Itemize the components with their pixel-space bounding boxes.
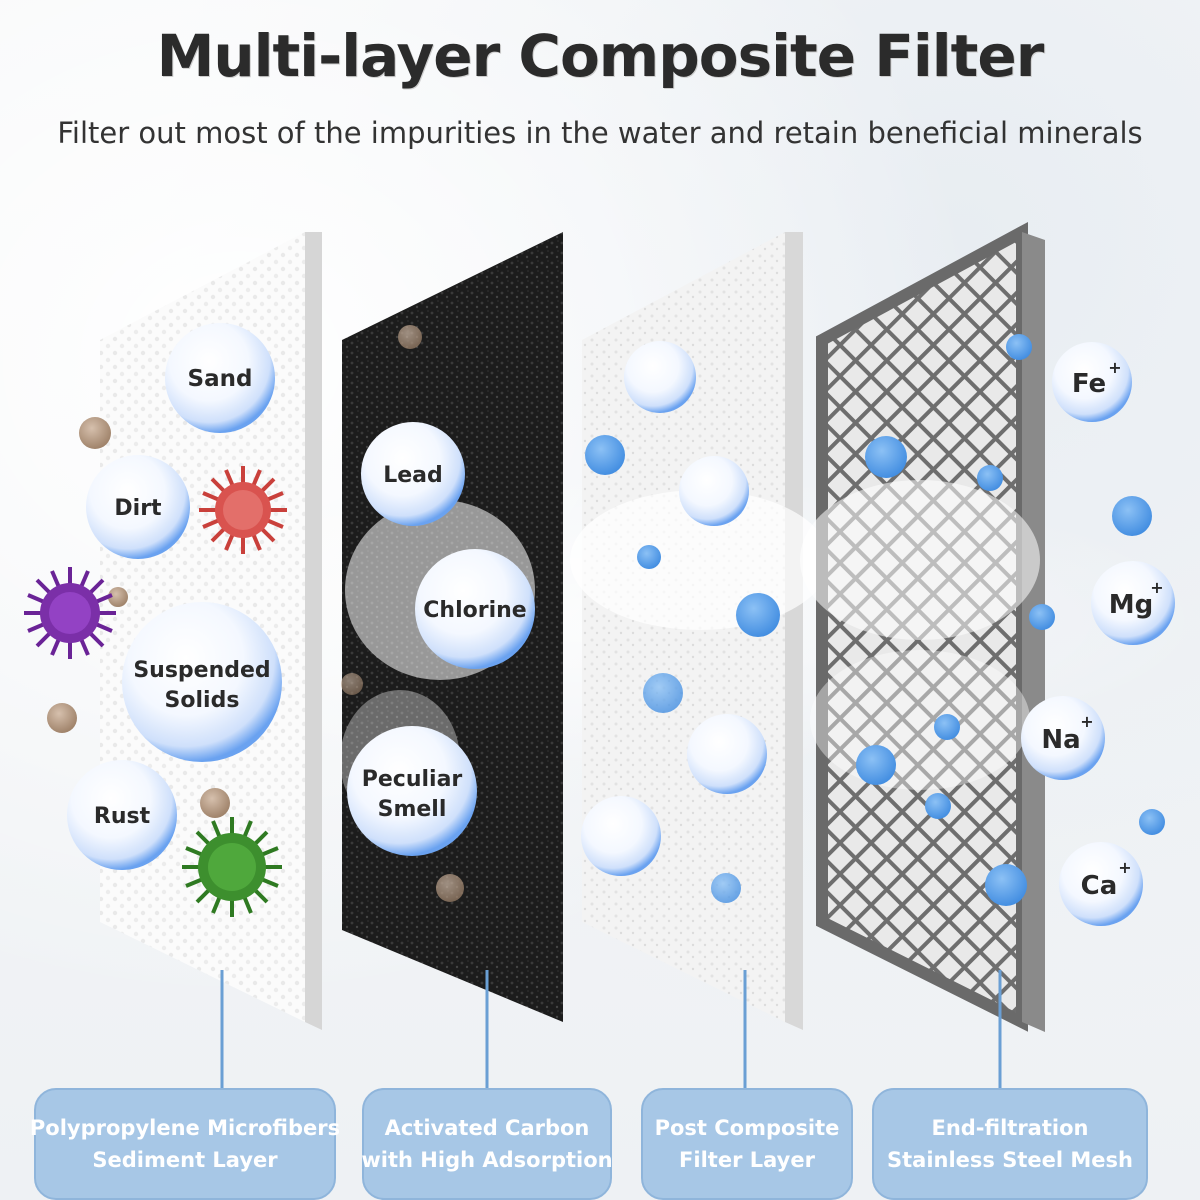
impurity-bubble-peculiar-smell: Peculiar Smell: [347, 726, 477, 856]
caption-line: Stainless Steel Mesh: [887, 1144, 1133, 1176]
caption-line: with High Adsorption: [361, 1144, 612, 1176]
virus-icon: [182, 817, 282, 917]
water-bubble-icon: [624, 341, 696, 413]
impurity-label: Sand: [188, 366, 253, 392]
impurity-label: Peculiar: [362, 767, 463, 792]
impurity-label: Suspended: [133, 658, 270, 683]
impurity-bubble-rust: Rust: [67, 760, 177, 870]
water-bubble-icon: [679, 456, 749, 526]
mineral-ion-icon-mg: Mg +: [1091, 561, 1175, 645]
impurity-bubble-suspended-solids: Suspended Solids: [122, 602, 282, 762]
mineral-symbol: Mg: [1109, 590, 1153, 620]
impurity-bubble-lead: Lead: [361, 422, 465, 526]
caption-line: Filter Layer: [655, 1144, 840, 1176]
mineral-ion-icon-fe: Fe +: [1052, 342, 1132, 422]
caption-line: Polypropylene Microfibers: [30, 1112, 340, 1144]
impurity-label: Smell: [378, 797, 447, 822]
impurity-label: Dirt: [114, 496, 162, 521]
layer-caption-carbon: Activated Carbon with High Adsorption: [362, 1088, 612, 1200]
impurity-bubble-dirt: Dirt: [86, 455, 190, 559]
mineral-charge: +: [1080, 712, 1093, 731]
layer-caption-steel-mesh: End-filtration Stainless Steel Mesh: [872, 1088, 1148, 1200]
virus-icon: [24, 567, 116, 659]
mineral-ion-icon-na: Na +: [1021, 696, 1105, 780]
mineral-symbol: Fe: [1072, 369, 1106, 399]
post-composite-layer: [570, 232, 830, 1030]
impurity-label: Solids: [165, 688, 240, 713]
impurity-bubble-sand: Sand: [165, 323, 275, 433]
water-bubble-icon: [687, 714, 767, 794]
layer-caption-sediment: Polypropylene Microfibers Sediment Layer: [34, 1088, 336, 1200]
caption-line: Sediment Layer: [30, 1144, 340, 1176]
impurity-label: Lead: [383, 463, 443, 488]
impurity-bubble-chlorine: Chlorine: [415, 549, 535, 669]
caption-line: Activated Carbon: [361, 1112, 612, 1144]
mineral-charge: +: [1118, 858, 1131, 877]
mineral-symbol: Na: [1041, 725, 1080, 755]
caption-line: End-filtration: [887, 1112, 1133, 1144]
virus-icon: [199, 466, 287, 554]
impurity-label: Rust: [94, 804, 151, 829]
caption-line: Post Composite: [655, 1112, 840, 1144]
mineral-charge: +: [1150, 578, 1163, 597]
mineral-charge: +: [1108, 358, 1121, 377]
water-bubble-icon: [581, 796, 661, 876]
mineral-ion-icon-ca: Ca +: [1059, 842, 1143, 926]
impurity-label: Chlorine: [423, 598, 526, 623]
mineral-symbol: Ca: [1081, 871, 1118, 901]
layer-caption-post-composite: Post Composite Filter Layer: [641, 1088, 853, 1200]
